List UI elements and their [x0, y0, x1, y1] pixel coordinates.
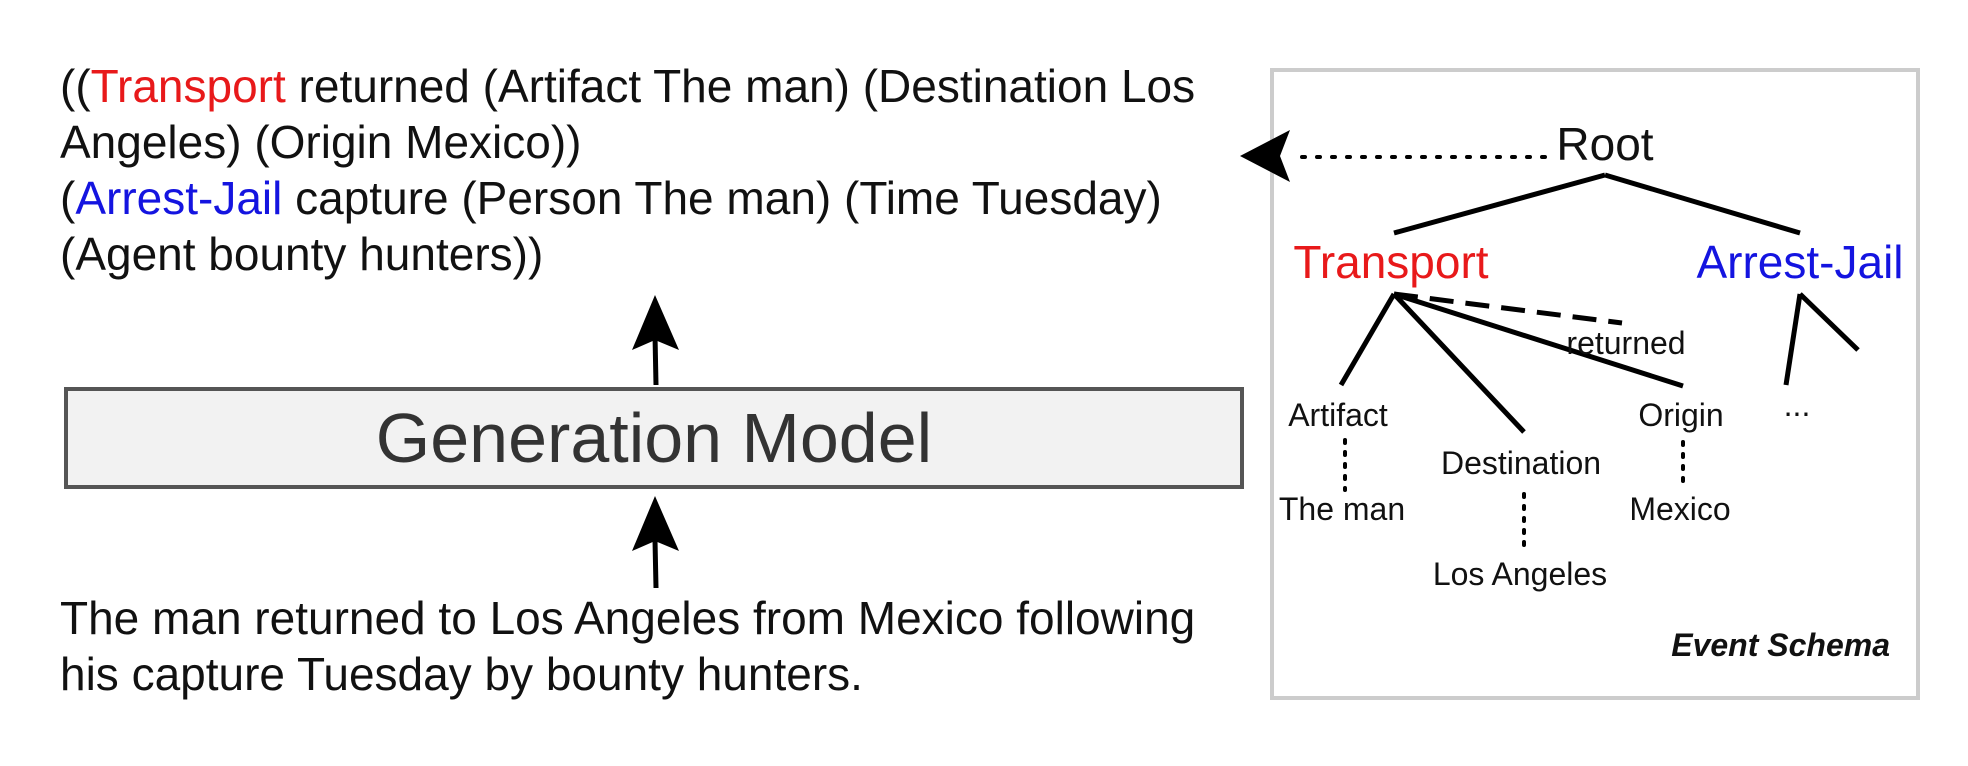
generation-model-label: Generation Model: [375, 399, 933, 477]
edge-transport-origin: [1393, 291, 1684, 389]
schema-trigger-label: returned: [1566, 325, 1685, 361]
output-line-1: ((Transport returned (Artifact The man) …: [60, 58, 1195, 114]
output-line-3: (Arrest-Jail capture (Person The man) (T…: [60, 170, 1162, 226]
schema-arg-destination: Los Angeles: [1433, 556, 1607, 592]
edge-transport-trigger: [1393, 291, 1623, 326]
schema-arg-artifact: The man: [1279, 491, 1405, 527]
output-line-4: (Agent bounty hunters)): [60, 228, 544, 280]
input-sentence-line-2: his capture Tuesday by bounty hunters.: [60, 648, 863, 700]
schema-more-roles: ...: [1784, 387, 1811, 423]
schema-role-destination: Destination: [1441, 445, 1601, 481]
edge-root-arrest-jail: [1604, 172, 1801, 236]
schema-event-transport: Transport: [1293, 236, 1488, 288]
edge-arrest-jail-left: [1783, 293, 1803, 386]
edge-arrest-jail-right: [1798, 292, 1860, 352]
edge-transport-destination: [1392, 292, 1526, 434]
output-line-3-rest: capture (Person The man) (Time Tuesday): [282, 172, 1162, 224]
input-sentence-line-1: The man returned to Los Angeles from Mex…: [60, 592, 1196, 644]
output-line-1-rest: returned (Artifact The man) (Destination…: [285, 60, 1196, 112]
output-line-2: Angeles) (Origin Mexico)): [60, 116, 582, 168]
event-type-arrest-jail: Arrest-Jail: [75, 172, 283, 224]
event-type-transport: Transport: [90, 60, 286, 112]
arrow-model-to-output: [632, 295, 679, 386]
schema-to-output-arrow: [1240, 130, 1547, 182]
output-paren-open: ((: [60, 60, 91, 112]
schema-role-origin: Origin: [1638, 397, 1723, 433]
output-paren-open-2: (: [60, 172, 76, 224]
generation-model-box: Generation Model: [64, 387, 1244, 489]
edge-transport-artifact: [1338, 292, 1397, 387]
arrow-input-to-model: [632, 496, 679, 589]
schema-root-label: Root: [1556, 118, 1653, 170]
schema-event-arrest-jail: Arrest-Jail: [1696, 236, 1903, 288]
schema-arg-origin: Mexico: [1629, 491, 1730, 527]
edge-root-transport: [1393, 172, 1606, 236]
event-schema-panel: [1270, 68, 1920, 700]
schema-role-artifact: Artifact: [1288, 397, 1388, 433]
schema-caption: Event Schema: [1671, 627, 1890, 663]
